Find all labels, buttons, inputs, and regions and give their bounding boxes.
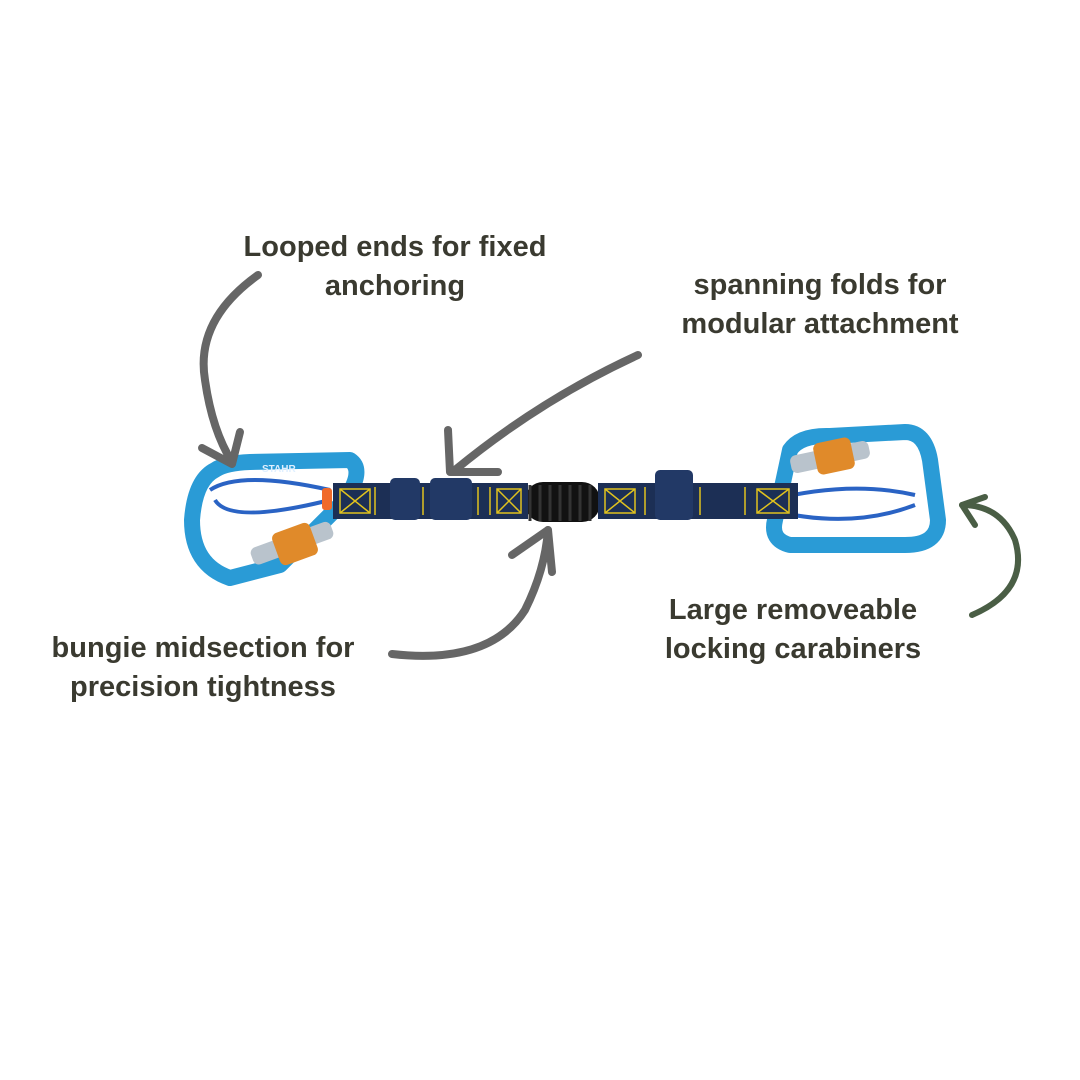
brand-mark: STAHR bbox=[262, 464, 296, 475]
callout-text: modular attachment bbox=[681, 308, 959, 340]
callout-carabiners: Large removeable locking carabiners bbox=[665, 591, 921, 669]
callout-text: precision tightness bbox=[70, 671, 336, 703]
callout-text: anchoring bbox=[324, 270, 466, 302]
callout-text: locking carabiners bbox=[664, 633, 922, 665]
arrow-spanning-folds bbox=[444, 351, 642, 476]
arrow-bungie bbox=[388, 526, 556, 660]
arrow-carabiners bbox=[959, 494, 1022, 618]
callout-text: bungie midsection for bbox=[51, 632, 355, 664]
callout-text: Looped ends for fixed bbox=[243, 231, 547, 263]
left-strap bbox=[333, 478, 528, 520]
callout-looped-ends: Looped ends for fixed anchoring bbox=[244, 228, 547, 306]
right-strap bbox=[598, 470, 798, 520]
left-carabiner: STAHR bbox=[184, 452, 365, 586]
arrow-looped-ends bbox=[198, 271, 262, 468]
bungie-cord bbox=[525, 482, 600, 522]
right-carabiner bbox=[766, 424, 946, 553]
callout-bungie: bungie midsection for precision tightnes… bbox=[52, 629, 355, 707]
callout-spanning-folds: spanning folds for modular attachment bbox=[681, 266, 958, 344]
callout-text: Large removeable bbox=[668, 594, 918, 626]
callout-text: spanning folds for bbox=[693, 269, 947, 301]
